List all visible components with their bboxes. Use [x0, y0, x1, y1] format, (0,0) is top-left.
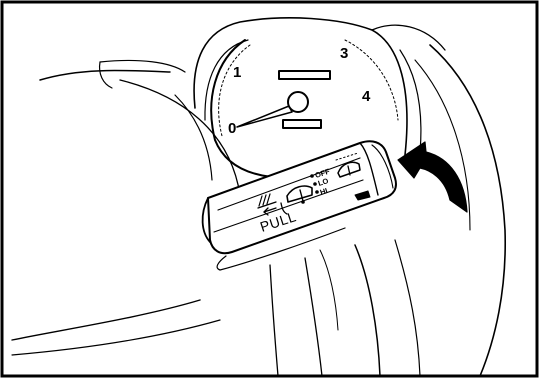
indicator-bar-top	[279, 71, 330, 79]
mode-dot-off	[310, 174, 314, 178]
gauge-label-4: 4	[362, 88, 371, 105]
gauge-label-1: 1	[233, 64, 241, 81]
mode-dot-hi	[315, 190, 319, 194]
indicator-bar-bottom	[283, 120, 321, 128]
gauge-label-3: 3	[340, 45, 348, 62]
mode-dot-lo	[313, 182, 317, 186]
gauge-label-0: 0	[228, 120, 236, 137]
needle-hub	[288, 92, 308, 112]
